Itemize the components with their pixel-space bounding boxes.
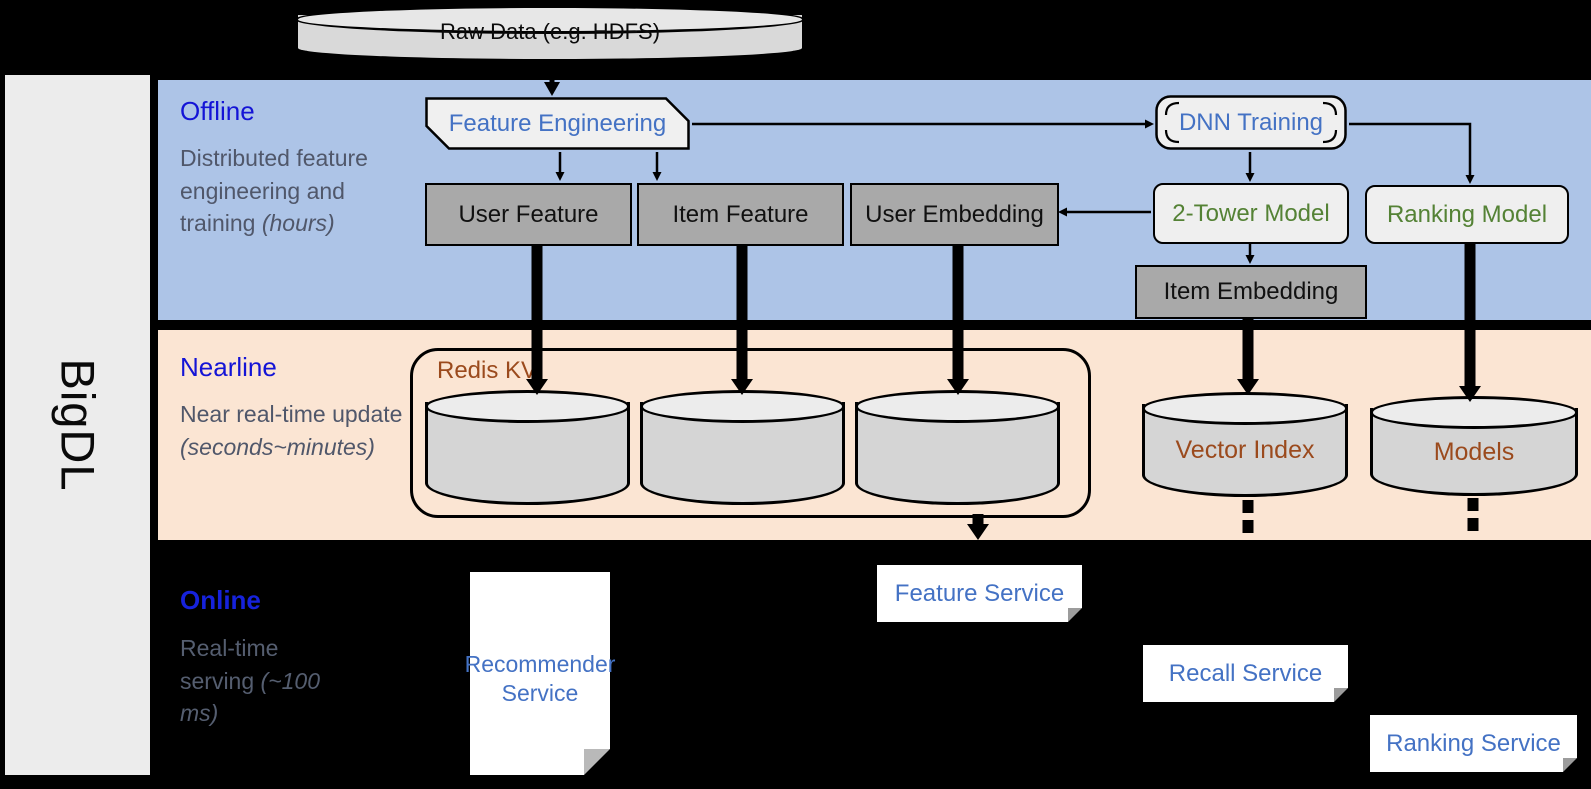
dnn-training-label: DNN Training (1178, 108, 1324, 136)
user-feature-label: User Feature (458, 200, 599, 228)
ranking-model-label: Ranking Model (1386, 200, 1548, 228)
kv-store-cylinder-1 (425, 390, 630, 505)
cylinder-top (1370, 396, 1578, 429)
cylinder-top (295, 5, 805, 34)
feature-engineering-node: Feature Engineering (425, 97, 690, 150)
page-fold-icon (584, 749, 610, 775)
nearline-subtitle-plain: Near real-time update (180, 401, 403, 427)
recommender-service-node: Recommender Service (465, 572, 615, 775)
brand-label: BigDL (51, 358, 104, 492)
ranking-service-label: Ranking Service (1386, 729, 1561, 757)
item-embedding-label: Item Embedding (1163, 278, 1339, 305)
two-tower-model-label: 2-Tower Model (1172, 199, 1330, 227)
page-fold-icon (1563, 758, 1577, 772)
brand-sidebar: BigDL (5, 75, 150, 775)
offline-subtitle-plain: Distributed feature engineering and trai… (180, 145, 368, 237)
kv-store-cylinder-3 (855, 390, 1060, 505)
online-subtitle: Real-time serving (~100 ms) (180, 632, 338, 730)
dnn-training-node: DNN Training (1155, 95, 1347, 150)
models-label: Models (1433, 438, 1515, 466)
online-band (158, 540, 1591, 789)
page-fold-icon (1068, 608, 1082, 622)
user-embedding-label: User Embedding (865, 200, 1044, 228)
nearline-subtitle-italic: (seconds~minutes) (180, 433, 375, 460)
ranking-model-node: Ranking Model (1365, 185, 1569, 244)
feature-engineering-label: Feature Engineering (448, 109, 667, 137)
cylinder-top (640, 390, 845, 423)
nearline-subtitle: Near real-time update (seconds~minutes) (180, 398, 425, 463)
online-title: Online (180, 585, 261, 615)
feature-service-label: Feature Service (894, 579, 1065, 607)
online-subtitle-plain: Real-time serving (180, 635, 279, 694)
raw-data-cylinder: Raw Data (e.g. HDFS) (295, 5, 805, 62)
recall-service-node: Recall Service (1143, 645, 1348, 702)
raw-data-label: Raw Data (e.g. HDFS) (439, 19, 661, 44)
ranking-service-node: Ranking Service (1370, 715, 1577, 772)
feature-service-node: Feature Service (877, 565, 1082, 622)
cylinder-top (425, 390, 630, 423)
two-tower-model-node: 2-Tower Model (1153, 183, 1349, 244)
models-cylinder: Models (1370, 396, 1578, 496)
nearline-title: Nearline (180, 352, 277, 382)
cylinder-top (1142, 392, 1348, 425)
offline-subtitle: Distributed feature engineering and trai… (180, 142, 408, 240)
recall-service-label: Recall Service (1168, 659, 1323, 687)
redis-kv-label: Redis KV (437, 357, 538, 384)
redis-kv-container: Redis KV (410, 348, 1091, 518)
user-embedding-node: User Embedding (850, 183, 1059, 246)
kv-store-cylinder-2 (640, 390, 845, 505)
recommender-service-label: Recommender Service (464, 651, 616, 706)
vector-index-label: Vector Index (1175, 436, 1315, 465)
double-bracket-shape (1155, 95, 1347, 150)
vector-index-cylinder: Vector Index (1142, 392, 1348, 497)
cylinder-top (855, 390, 1060, 423)
snip-corner-shape (425, 97, 690, 150)
item-feature-label: Item Feature (672, 200, 809, 228)
item-feature-node: Item Feature (637, 183, 844, 246)
online-subtitle-italic: (~100 ms) (180, 667, 321, 727)
offline-title: Offline (180, 96, 255, 126)
user-feature-node: User Feature (425, 183, 632, 246)
page-fold-icon (1334, 688, 1348, 702)
offline-subtitle-italic: (hours) (261, 210, 335, 237)
item-embedding-node: Item Embedding (1135, 265, 1367, 319)
